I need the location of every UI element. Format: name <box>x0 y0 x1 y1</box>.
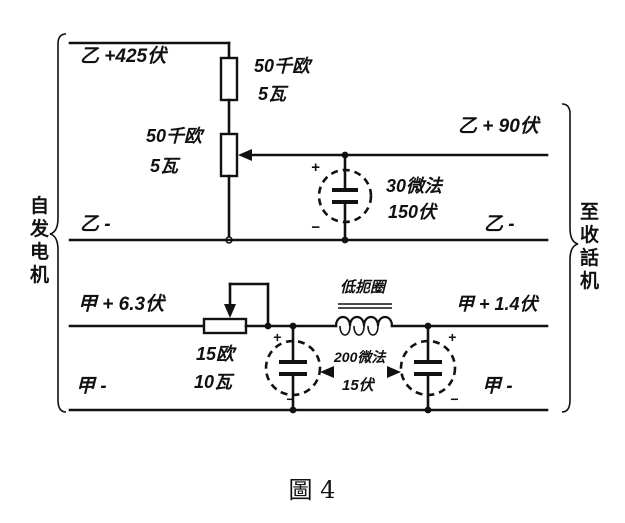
label-a-minus-left: 甲 - <box>76 376 107 397</box>
label-r2-value: 50千欧 <box>146 126 205 146</box>
label-choke: 低扼圈 <box>340 279 388 296</box>
label-c1-value: 30微法 <box>386 176 444 196</box>
choke-coil <box>334 303 394 336</box>
minus-sign: − <box>450 391 458 407</box>
resistor-r1 <box>219 56 239 102</box>
minus-sign: − <box>311 219 320 236</box>
junction-dot <box>264 322 272 330</box>
left-brace <box>49 33 67 413</box>
right-side-char: 机 <box>580 270 599 292</box>
left-side-char: 电 <box>30 240 49 263</box>
label-c2-value: 200微法 <box>333 349 387 365</box>
minus-sign: − <box>286 391 294 407</box>
label-b-plus-90: 乙 + 90伏 <box>458 115 542 137</box>
right-side-char: 收 <box>580 223 599 246</box>
label-c1-voltage: 150伏 <box>388 202 438 222</box>
plus-sign: + <box>273 329 281 345</box>
label-r1-power: 5瓦 <box>258 84 289 104</box>
label-r3-power: 10瓦 <box>194 372 235 392</box>
label-c2-voltage: 15伏 <box>342 377 376 394</box>
right-brace <box>561 103 579 413</box>
left-side-char: 发 <box>29 217 50 240</box>
label-b-minus-left: 乙 - <box>80 214 111 235</box>
left-side-char: 自 <box>30 194 49 217</box>
figure-caption: 圖 4 <box>289 476 336 504</box>
right-side-char: 至 <box>580 201 599 223</box>
label-a-plus-63: 甲 + 6.3伏 <box>78 293 167 315</box>
arrow-left-icon <box>320 366 334 378</box>
c1-dashed-outline <box>317 168 373 224</box>
plus-sign: + <box>311 159 320 176</box>
label-b-plus-425: 乙 +425伏 <box>80 45 169 67</box>
potentiometer-r2 <box>219 132 239 178</box>
c2b-dashed-outline <box>399 339 457 397</box>
left-side-char: 机 <box>30 264 49 286</box>
wiper-arrow-icon <box>224 304 236 318</box>
label-a-minus-right: 甲 - <box>482 376 513 397</box>
label-a-plus-14: 甲 + 1.4伏 <box>456 294 540 314</box>
label-r1-value: 50千欧 <box>254 56 313 76</box>
label-b-minus-right: 乙 - <box>484 214 515 235</box>
rheostat-r3 <box>202 317 248 335</box>
right-side-label: 至 收 話 机 <box>580 201 599 292</box>
label-r2-power: 5瓦 <box>150 156 181 176</box>
plus-sign: + <box>448 329 456 345</box>
right-side-char: 話 <box>580 246 599 269</box>
pot-tap-arrow-icon <box>238 149 252 161</box>
left-side-label: 自 发 电 机 <box>29 194 50 286</box>
arrow-right-icon <box>387 366 401 378</box>
c2a-dashed-outline <box>264 339 322 397</box>
label-r3-value: 15欧 <box>196 344 237 364</box>
